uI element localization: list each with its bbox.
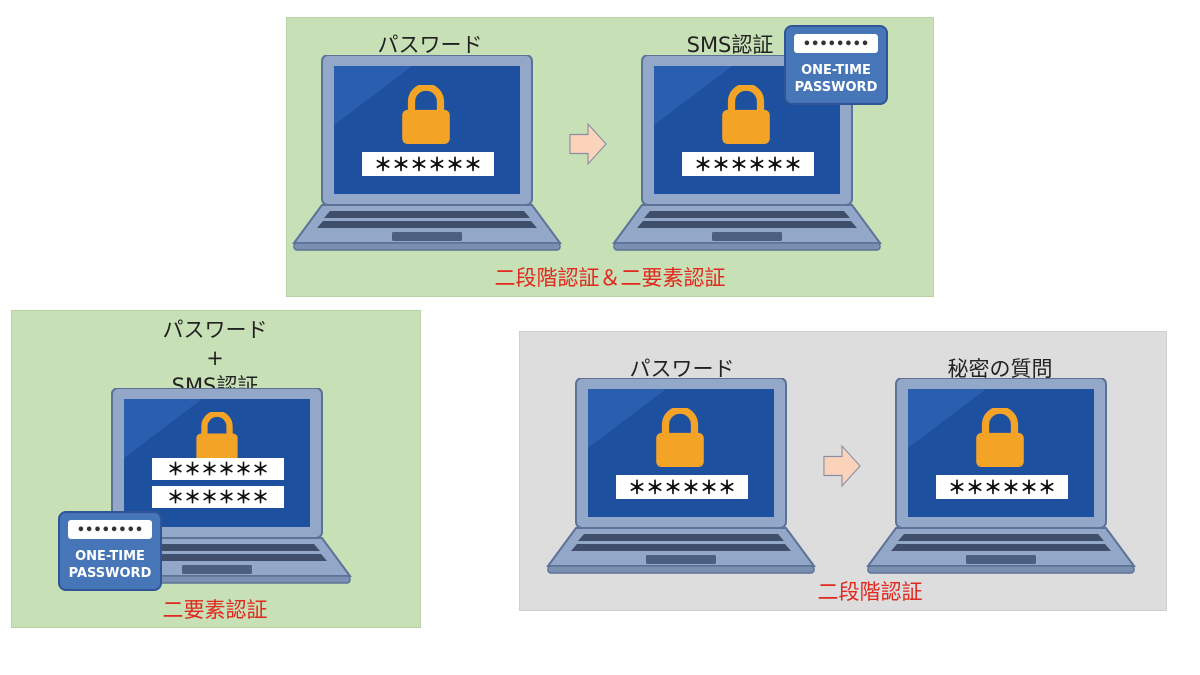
password-mask: ＊＊＊＊＊＊ [167, 488, 269, 508]
bottom-left-label-line1: パスワード [162, 318, 268, 342]
bottom-right-left-label: パスワード [629, 357, 735, 381]
bottom-right-caption: 二段階認証 [817, 580, 923, 604]
password-mask: ＊＊＊＊＊＊ [948, 478, 1056, 499]
password-mask: ＊＊＊＊＊＊ [374, 155, 482, 176]
otp-line1: ONE-TIME [75, 549, 145, 564]
otp-dots: •••••••• [77, 523, 143, 538]
otp-line2: PASSWORD [69, 566, 152, 581]
top-right-label: SMS認証 [686, 33, 774, 57]
one-time-password-badge-icon: •••••••• ONE-TIME PASSWORD [784, 25, 888, 105]
laptop-icon: ＊＊＊＊＊＊ [612, 55, 882, 255]
right-arrow-icon [823, 444, 861, 488]
top-caption: 二段階認証＆二要素認証 [494, 266, 726, 290]
bottom-left-caption: 二要素認証 [162, 598, 268, 622]
laptop-icon: ＊＊＊＊＊＊ [292, 55, 562, 255]
laptop-icon: ＊＊＊＊＊＊ [866, 378, 1136, 578]
otp-dots: •••••••• [803, 37, 869, 52]
top-left-label: パスワード [377, 33, 483, 57]
laptop-icon: ＊＊＊＊＊＊ ＊＊＊＊＊＊ [82, 388, 352, 588]
right-arrow-icon [569, 122, 607, 166]
bottom-right-right-label: 秘密の質問 [947, 357, 1053, 381]
otp-line1: ONE-TIME [801, 63, 871, 78]
otp-line2: PASSWORD [795, 80, 878, 95]
laptop-icon: ＊＊＊＊＊＊ [546, 378, 816, 578]
password-mask: ＊＊＊＊＊＊ [167, 460, 269, 480]
bottom-left-label-line2: + [206, 346, 224, 370]
password-mask: ＊＊＊＊＊＊ [628, 478, 736, 499]
one-time-password-badge-icon: •••••••• ONE-TIME PASSWORD [58, 511, 162, 591]
password-mask: ＊＊＊＊＊＊ [694, 155, 802, 176]
